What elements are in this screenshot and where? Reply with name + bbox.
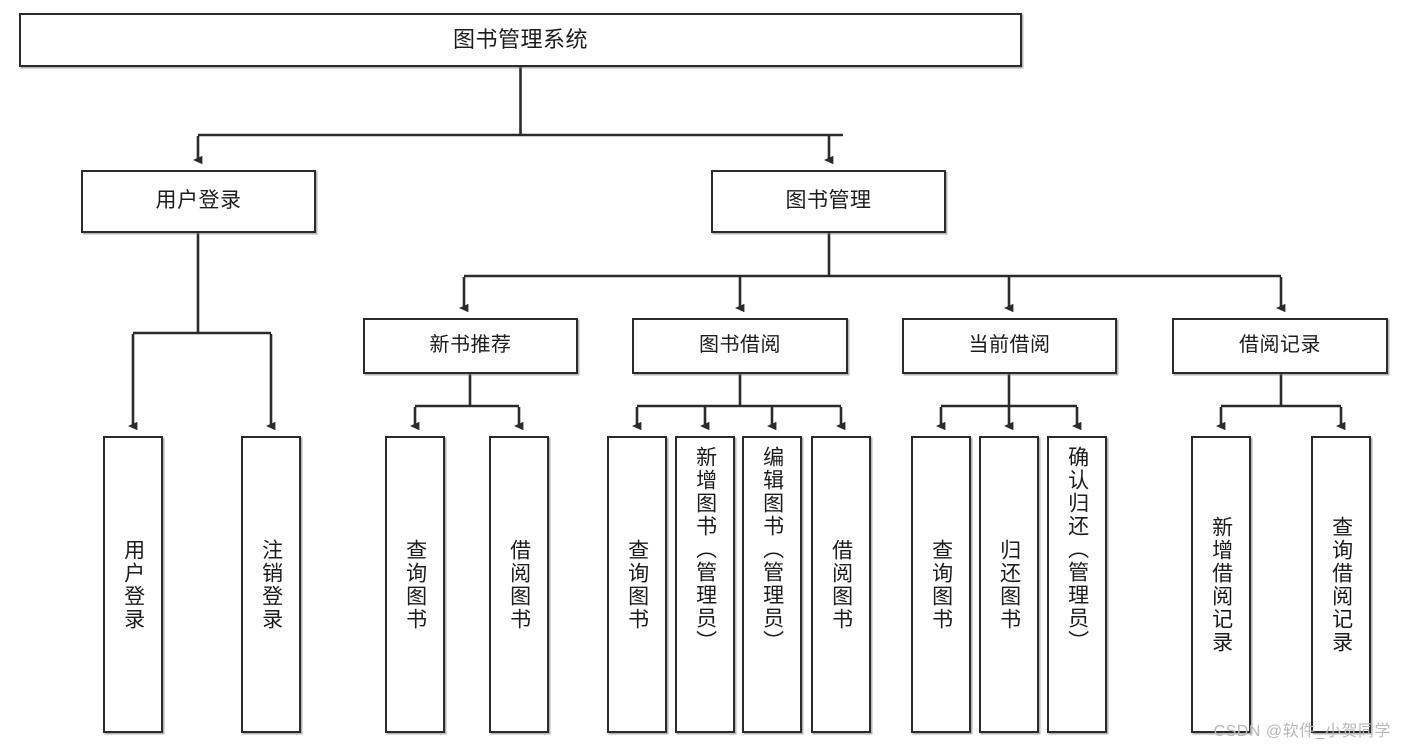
node-current-borrow[interactable]: 当前借阅	[902, 318, 1117, 374]
watermark-text: CSDN @软件_小贺同学	[1213, 723, 1391, 740]
leaf-query-book-borrow[interactable]: 查询图书	[607, 436, 667, 733]
leaf-return-book[interactable]: 归还图书	[979, 436, 1039, 733]
node-label: 确认归还（管理员）	[1065, 446, 1089, 653]
node-label: 用户登录	[155, 189, 242, 213]
node-label: 查询图书	[929, 538, 953, 631]
leaf-borrow-book-recommend[interactable]: 借阅图书	[489, 436, 549, 733]
node-label: 新增借阅记录	[1209, 515, 1233, 654]
node-label: 查询借阅记录	[1329, 515, 1353, 654]
leaf-add-book[interactable]: 新增图书（管理员）	[675, 436, 735, 733]
node-label: 查询图书	[625, 538, 649, 631]
leaf-user-login[interactable]: 用户登录	[103, 436, 163, 733]
node-label: 借阅图书	[507, 538, 531, 631]
node-root-system[interactable]: 图书管理系统	[19, 13, 1022, 67]
node-book-manage[interactable]: 图书管理	[711, 170, 946, 233]
leaf-query-borrow-record[interactable]: 查询借阅记录	[1311, 436, 1371, 733]
node-label: 借阅图书	[829, 538, 853, 631]
node-label: 借阅记录	[1239, 334, 1321, 357]
node-label: 新书推荐	[429, 334, 512, 357]
node-label: 注销登录	[259, 538, 283, 631]
node-book-borrow[interactable]: 图书借阅	[632, 318, 848, 374]
node-label: 图书借阅	[699, 334, 781, 357]
node-label: 归还图书	[997, 538, 1021, 631]
node-label: 当前借阅	[968, 334, 1051, 357]
leaf-add-borrow-record[interactable]: 新增借阅记录	[1191, 436, 1251, 733]
node-new-book-recommend[interactable]: 新书推荐	[363, 318, 578, 374]
leaf-query-book-current[interactable]: 查询图书	[911, 436, 971, 733]
leaf-query-book-recommend[interactable]: 查询图书	[385, 436, 445, 733]
node-label: 查询图书	[403, 538, 427, 631]
node-user-login[interactable]: 用户登录	[81, 170, 316, 233]
node-borrow-record[interactable]: 借阅记录	[1172, 318, 1388, 374]
leaf-confirm-return[interactable]: 确认归还（管理员）	[1047, 436, 1107, 733]
node-label: 编辑图书（管理员）	[760, 446, 784, 653]
leaf-user-logout[interactable]: 注销登录	[241, 436, 301, 733]
node-label: 图书管理	[785, 189, 872, 213]
leaf-edit-book[interactable]: 编辑图书（管理员）	[742, 436, 802, 733]
node-label: 新增图书（管理员）	[693, 446, 717, 653]
node-label: 用户登录	[121, 538, 145, 631]
node-label: 图书管理系统	[452, 27, 588, 53]
leaf-borrow-book[interactable]: 借阅图书	[811, 436, 871, 733]
